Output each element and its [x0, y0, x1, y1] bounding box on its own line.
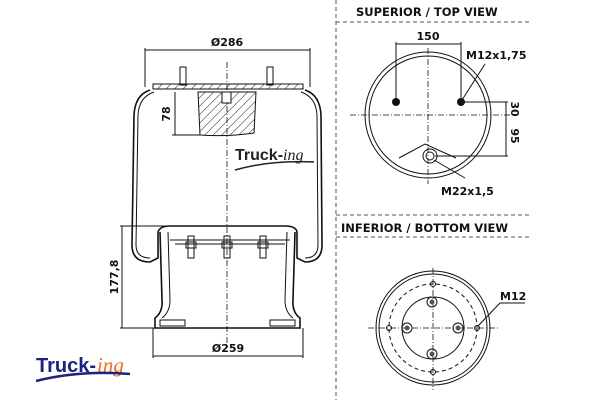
bottom-diameter-label: Ø259 — [212, 342, 244, 355]
top-plate — [152, 83, 304, 90]
top-diameter-label: Ø286 — [211, 36, 244, 49]
offset-a-label: 30 — [508, 101, 521, 117]
block-height-label: 78 — [160, 106, 173, 121]
stud — [266, 66, 274, 86]
bottom-diameter-dimension: Ø259 — [152, 328, 304, 358]
height-dimension: 177,8 — [108, 225, 165, 329]
brand-logo: Truck- ing — [35, 353, 131, 383]
outer-holes — [386, 281, 480, 375]
bump-stop-block — [197, 91, 257, 137]
bolt-spacing-label: 150 — [417, 30, 440, 43]
logo-main-text: Truck- — [36, 355, 96, 377]
height-label: 177,8 — [108, 260, 121, 295]
top-diameter-dimension: Ø286 — [144, 36, 311, 87]
bellows — [131, 89, 323, 263]
top-view: SUPERIOR / TOP VIEW 150 M12x1,75 30 95 M… — [350, 5, 527, 198]
block-height-dimension: 78 — [160, 92, 200, 136]
bolt-hole — [392, 98, 400, 106]
inner-bolts — [401, 296, 464, 360]
bottom-bolt-thread-label: M12 — [500, 290, 526, 303]
side-view: Ø286 78 — [108, 36, 323, 358]
air-inlet-thread-label: M22x1,5 — [441, 185, 494, 198]
bolt-thread-label: M12x1,75 — [466, 49, 527, 62]
top-view-title: SUPERIOR / TOP VIEW — [356, 5, 498, 19]
bottom-view-title: INFERIOR / BOTTOM VIEW — [341, 221, 508, 235]
bolt-hole — [457, 98, 465, 106]
piston — [154, 231, 301, 329]
logo-swoosh — [35, 371, 131, 383]
bottom-view: INFERIOR / BOTTOM VIEW M12 — [341, 221, 526, 390]
watermark-logo: Truck-ing — [234, 147, 315, 171]
piston-bolts — [185, 235, 269, 259]
offset-b-label: 95 — [508, 128, 521, 143]
stud — [179, 66, 187, 86]
svg-text:Truck-ing: Truck-ing — [235, 147, 303, 164]
